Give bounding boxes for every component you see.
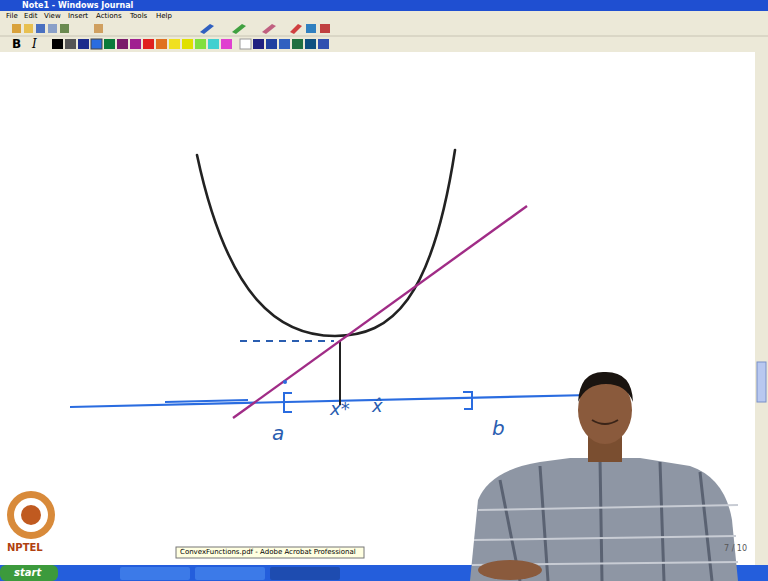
axis-stroke xyxy=(165,400,248,402)
menu-item: Insert xyxy=(68,13,88,20)
axis-label: x* xyxy=(330,400,350,418)
drawing-part xyxy=(143,39,154,49)
drawing-part xyxy=(24,24,33,33)
drawing-part xyxy=(120,567,190,580)
bold-button: B xyxy=(12,38,21,50)
drawing-part xyxy=(78,39,89,49)
drawing-part xyxy=(91,39,102,49)
drawing-part xyxy=(182,39,193,49)
point-dot xyxy=(283,380,287,384)
drawing-part xyxy=(320,24,330,33)
scrollbar xyxy=(755,52,768,565)
start-button xyxy=(0,565,58,581)
color-palette xyxy=(52,39,329,49)
menu-item: Edit xyxy=(24,13,38,20)
drawing-part xyxy=(290,24,302,34)
drawing-part xyxy=(221,39,232,49)
drawing-part xyxy=(52,39,63,49)
drawing-part xyxy=(318,39,329,49)
axis-label: a xyxy=(272,423,284,443)
drawing-part xyxy=(208,39,219,49)
dashed-level-line xyxy=(240,340,334,342)
drawing-part xyxy=(253,39,264,49)
window-title: Note1 - Windows Journal xyxy=(22,2,133,10)
drawing-part xyxy=(12,24,21,33)
drawing-part xyxy=(169,39,180,49)
drawing-part xyxy=(36,24,45,33)
drawing-part xyxy=(279,39,290,49)
toolbar-icons xyxy=(12,24,330,34)
convex-curve xyxy=(197,150,455,336)
start-label: start xyxy=(14,568,41,578)
drawing-part xyxy=(195,39,206,49)
menu-item: Tools xyxy=(130,13,147,20)
drawing-part xyxy=(94,24,103,33)
presenter xyxy=(470,372,738,581)
tooltip xyxy=(176,547,364,558)
drawing-part xyxy=(578,372,633,402)
drawing-part xyxy=(156,39,167,49)
drawing-part xyxy=(262,24,276,34)
scroll-thumb xyxy=(757,362,766,402)
menu-item: Actions xyxy=(96,13,122,20)
menu-bar xyxy=(0,11,768,21)
right-bracket xyxy=(463,392,472,409)
axis-label: b xyxy=(492,418,505,438)
drawing-part xyxy=(65,39,76,49)
drawing-part xyxy=(200,24,214,34)
axis-label: x̂ xyxy=(372,397,383,415)
drawing-part xyxy=(130,39,141,49)
drawing-part xyxy=(305,39,316,49)
drawing-part xyxy=(104,39,115,49)
nptel-logo xyxy=(7,491,55,539)
drawing-part xyxy=(270,567,340,580)
drawing-part xyxy=(60,24,69,33)
italic-button: I xyxy=(32,38,37,50)
drawing-part xyxy=(240,39,251,49)
drawing-part xyxy=(117,39,128,49)
drawing-part xyxy=(14,498,48,532)
drawing-part xyxy=(266,39,277,49)
drawing-part xyxy=(478,560,542,580)
drawing-part xyxy=(472,505,738,565)
drawing-part xyxy=(195,567,265,580)
drawing-part xyxy=(306,24,316,33)
drawing-part xyxy=(232,24,246,34)
drawing-part xyxy=(592,420,618,424)
vertical-line xyxy=(339,341,341,405)
tooltip-text: ConvexFunctions.pdf - Adobe Acrobat Prof… xyxy=(180,549,356,556)
drawing-part xyxy=(292,39,303,49)
drawing-part xyxy=(21,505,41,525)
tangent-line xyxy=(233,206,527,418)
toolbar xyxy=(0,21,768,52)
menu-item: File xyxy=(6,13,18,20)
toolbar-divider xyxy=(0,36,768,37)
drawing-part xyxy=(48,24,57,33)
menu-item: View xyxy=(44,13,61,20)
page-counter: 7 / 10 xyxy=(724,545,747,553)
logo-text: NPTEL xyxy=(7,543,43,553)
left-bracket xyxy=(284,393,292,412)
menu-item: Help xyxy=(156,13,172,20)
title-bar xyxy=(0,0,768,11)
drawing-part xyxy=(470,458,738,581)
